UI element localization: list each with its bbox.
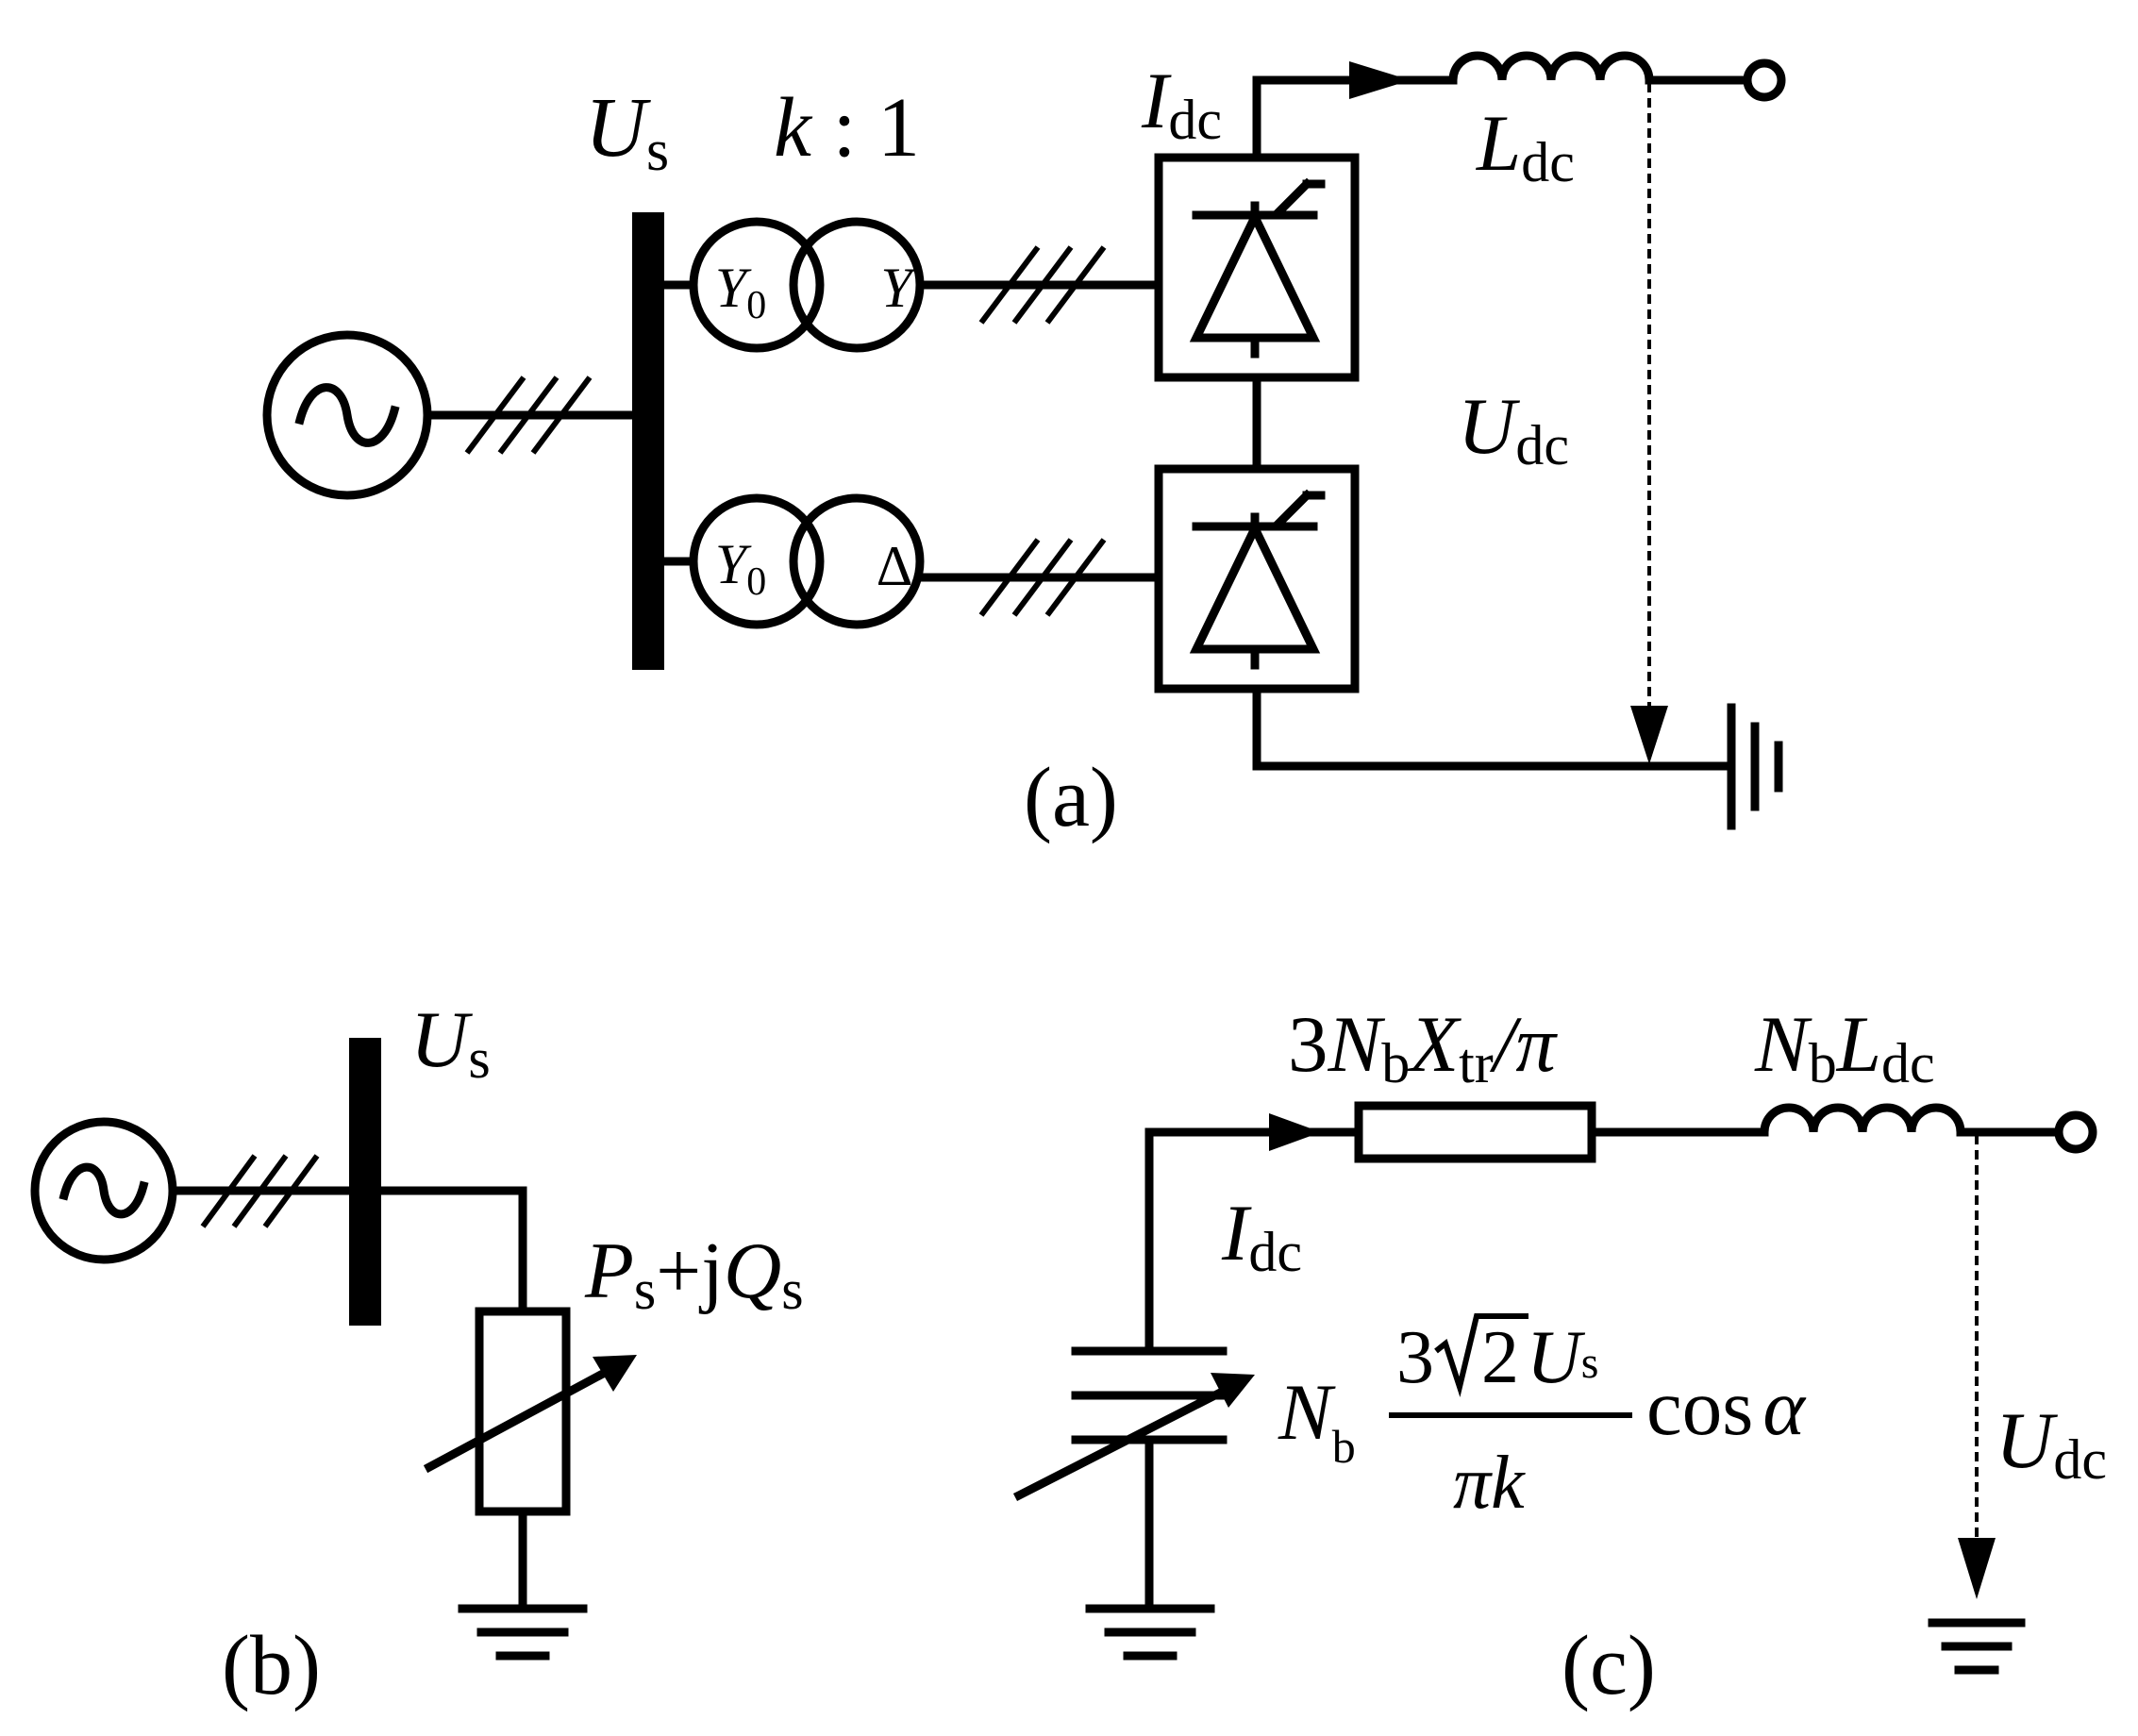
- inductance-label: NbLdc: [1754, 1000, 1935, 1094]
- bus-voltage-label-b: Us: [410, 995, 491, 1090]
- caption-b: (b): [222, 1619, 321, 1712]
- svg-text:Δ: Δ: [877, 535, 913, 597]
- load-power-label: Ps+jQs: [584, 1227, 804, 1321]
- svg-text:πk: πk: [1453, 1442, 1526, 1525]
- dc-current-label-a: Idc: [1141, 57, 1222, 151]
- svg-text:Y0: Y0: [715, 533, 766, 604]
- ac-source-b: [30, 1117, 177, 1264]
- dc-voltage-arrow-a: [1630, 83, 1668, 764]
- thyristor-converter-bottom: [1154, 464, 1360, 693]
- three-phase-line-a2: [915, 245, 1163, 325]
- ground-c-right: [1928, 1618, 2026, 1675]
- inductor-c: [1760, 1103, 2097, 1154]
- svg-text:Y: Y: [880, 257, 917, 319]
- bus-bar-b: [349, 1038, 381, 1326]
- three-phase-line-a3: [915, 538, 1163, 617]
- dc-voltage-label-c: Udc: [1996, 1396, 2107, 1491]
- transformer-bottom: Y0 Δ: [660, 493, 925, 629]
- ground-a: [1252, 684, 1783, 830]
- variable-dc-source: [1012, 1113, 1363, 1613]
- variable-load: [376, 1186, 637, 1613]
- panel-b: Us Ps+jQs (b): [30, 995, 804, 1712]
- turns-ratio-label: k : 1: [774, 81, 920, 175]
- panel-c: 3NbXtr/π NbLdc Idc Udc Nb 3 2 Us: [1012, 1000, 2107, 1712]
- three-phase-line-b: [168, 1154, 354, 1228]
- dc-voltage-arrow-c: [1958, 1135, 1996, 1599]
- dc-current-label-c: Idc: [1221, 1189, 1302, 1283]
- ground-c-left: [1085, 1604, 1215, 1661]
- resistor-c: [1354, 1101, 1769, 1163]
- bus-bar-a: [632, 212, 664, 670]
- caption-c: (c): [1562, 1619, 1656, 1712]
- svg-text:Y0: Y0: [715, 257, 766, 327]
- bus-voltage-label-a: Us: [585, 81, 669, 183]
- svg-text:2: 2: [1481, 1316, 1519, 1399]
- caption-a: (a): [1024, 751, 1118, 844]
- dc-output-path: [1252, 51, 1786, 162]
- svg-text:3: 3: [1396, 1316, 1434, 1399]
- svg-text:Nb: Nb: [1278, 1368, 1356, 1473]
- ac-source-a: [262, 330, 432, 500]
- three-phase-line-a1: [423, 376, 637, 455]
- resistance-label: 3NbXtr/π: [1288, 1000, 1558, 1094]
- dc-inductor-label-a: Ldc: [1476, 99, 1575, 193]
- panel-a: Us k : 1 Y0 Y Y0 Δ: [262, 51, 1786, 844]
- dc-voltage-label-a: Udc: [1458, 382, 1569, 476]
- ground-b: [458, 1604, 588, 1661]
- svg-text:Us: Us: [1527, 1316, 1598, 1399]
- thyristor-converter-top: [1154, 153, 1360, 382]
- transformer-top: Y0 Y: [660, 217, 925, 353]
